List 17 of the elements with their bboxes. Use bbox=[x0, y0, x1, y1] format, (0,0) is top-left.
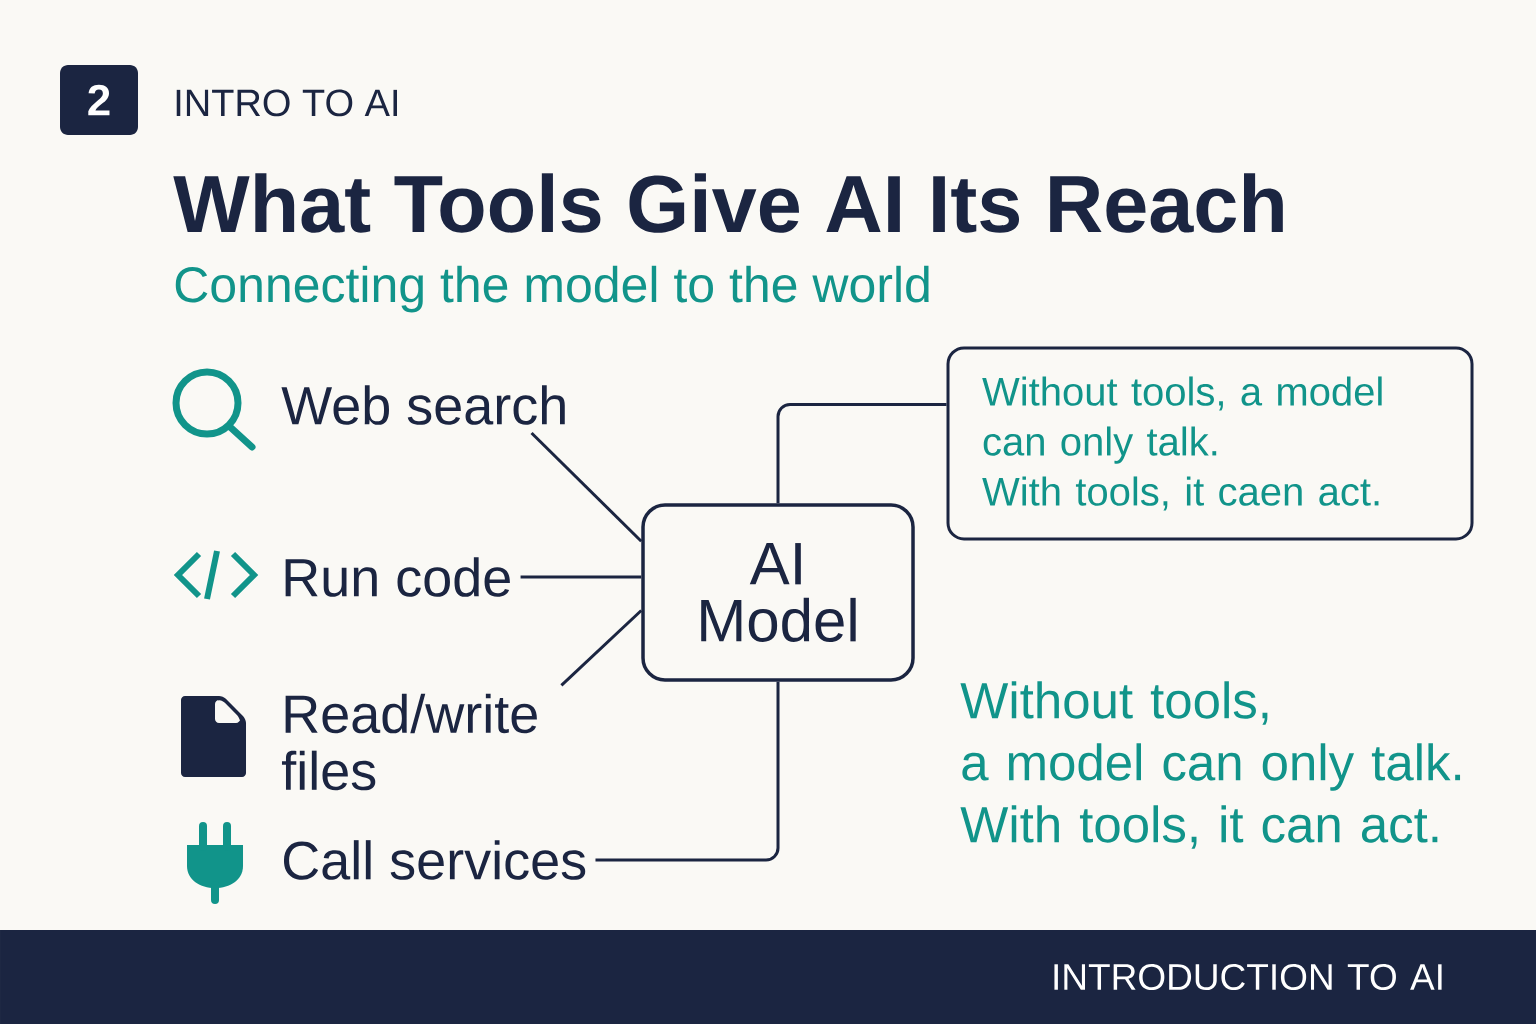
model-box: AI Model bbox=[641, 503, 915, 682]
title: What Tools Give AI Its Reach bbox=[173, 173, 1283, 233]
connector-line bbox=[560, 609, 643, 687]
footer-band: INTRODUCTION TO AI bbox=[0, 930, 1536, 1024]
connector-line bbox=[530, 431, 643, 543]
callout-box: Without tools, a model can only talk. With tools, it caen act. bbox=[946, 346, 1474, 541]
note-text: Without tools, a model can only talk. With tools, it can act. bbox=[960, 681, 1461, 849]
tool-label: Run code bbox=[285, 557, 510, 597]
tool-label: Call services bbox=[283, 840, 586, 880]
connector-line bbox=[595, 681, 780, 862]
subtitle: Connecting the model to the world bbox=[175, 265, 929, 313]
tool-label: Read/write files bbox=[282, 693, 537, 791]
connector-line bbox=[520, 575, 642, 579]
connector-line bbox=[776, 403, 947, 504]
number-badge: 2 bbox=[60, 65, 138, 135]
section-label: INTRO TO AI bbox=[176, 89, 397, 117]
tool-label: Web search bbox=[281, 385, 565, 425]
